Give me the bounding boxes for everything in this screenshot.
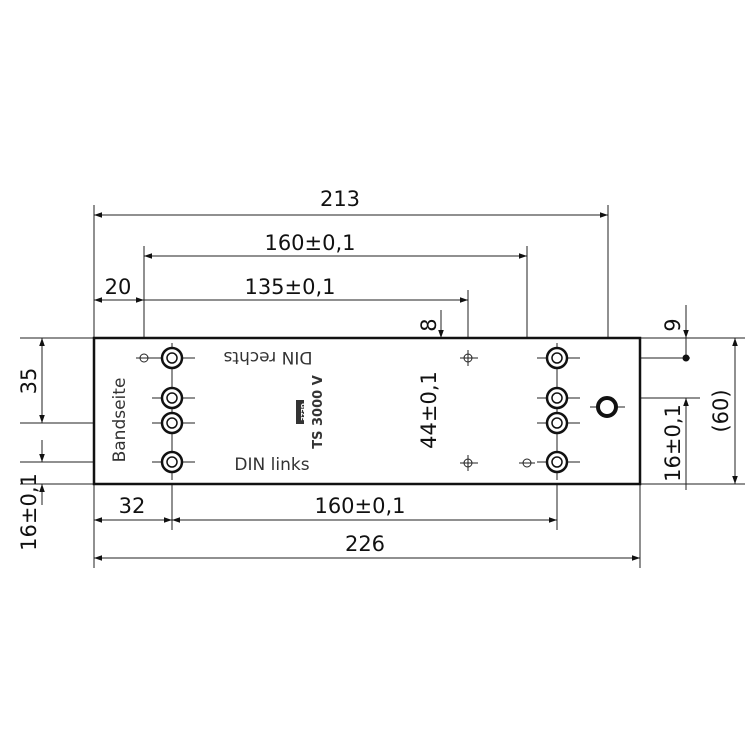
- dim-160-bottom: 160±0,1: [314, 494, 405, 518]
- geze-logo: GEZE: [296, 400, 306, 424]
- dim-213: 213: [320, 187, 360, 211]
- label-bandseite: Bandseite: [110, 378, 130, 463]
- dim-9: 9: [661, 318, 685, 331]
- dim-60: (60): [709, 389, 733, 432]
- dim-44: 44±0,1: [417, 371, 441, 449]
- dim-16-right: 16±0,1: [661, 404, 685, 482]
- label-din-rechts: DIN rechts: [223, 347, 312, 367]
- label-model: TS 3000 V: [311, 375, 326, 449]
- dim-226: 226: [345, 532, 385, 556]
- mounting-holes: [136, 343, 625, 480]
- dim-32: 32: [119, 494, 146, 518]
- dim-20: 20: [105, 275, 132, 299]
- large-hole: [160, 346, 569, 474]
- dim-135: 135±0,1: [244, 275, 335, 299]
- label-din-links: DIN links: [234, 455, 309, 475]
- dim-8: 8: [417, 318, 441, 331]
- reference-dot: [682, 354, 690, 362]
- dim-35: 35: [17, 368, 41, 395]
- svg-text:GEZE: GEZE: [299, 403, 306, 420]
- dim-16-left: 16±0,1: [17, 473, 41, 551]
- small-holes: [136, 350, 535, 471]
- dim-160-top: 160±0,1: [264, 231, 355, 255]
- axle-hole: [596, 396, 618, 418]
